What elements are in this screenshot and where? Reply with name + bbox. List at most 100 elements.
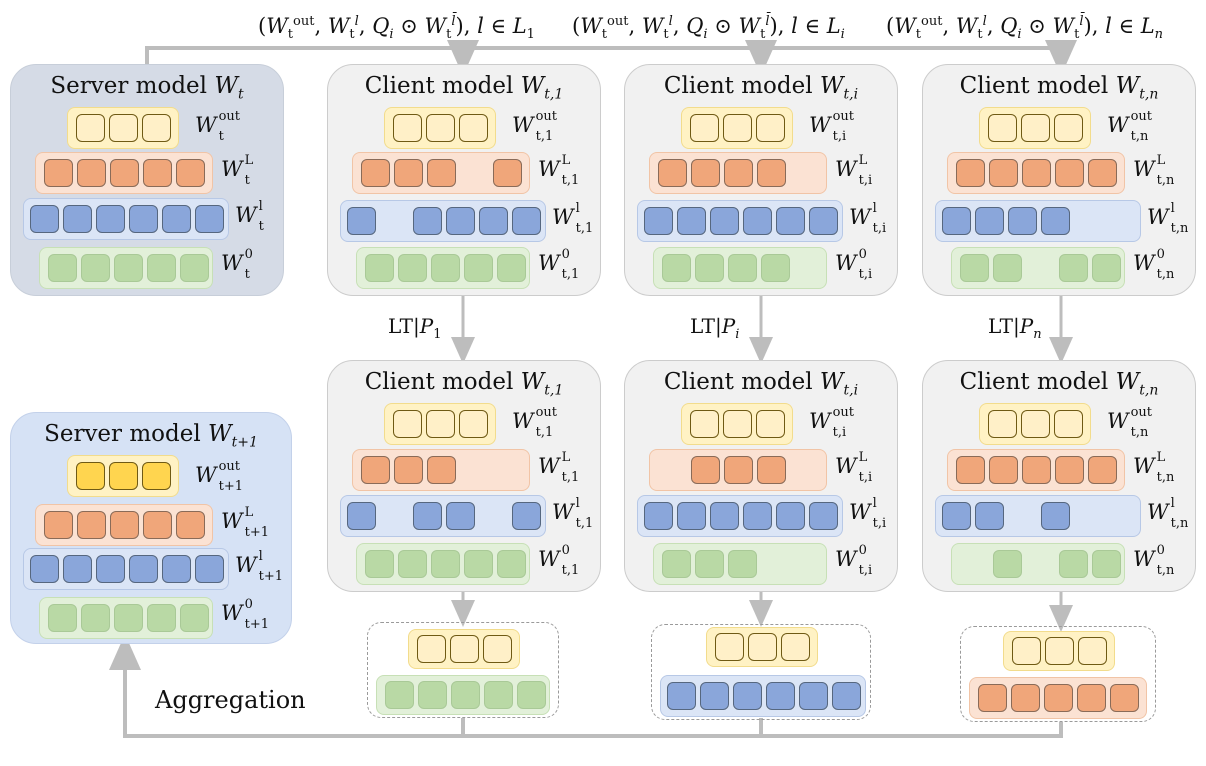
weight-block (776, 207, 805, 235)
weight-block (724, 456, 753, 484)
layer-L (35, 152, 213, 194)
weight-block (956, 456, 985, 484)
weight-block (114, 254, 143, 282)
client-model-title: Client model Wt,1 (364, 369, 564, 399)
client-model-title: Client model Wt,i (663, 369, 859, 399)
layer-0 (376, 675, 550, 715)
weight-block (413, 207, 442, 235)
weight-block (695, 254, 724, 282)
weight-block (1041, 502, 1070, 530)
weight-block (728, 254, 757, 282)
layer-l (23, 198, 229, 240)
weight-block (993, 254, 1022, 282)
weight-block (658, 159, 687, 187)
uploaded-params-i (651, 624, 871, 720)
weight-block (743, 502, 772, 530)
weight-block (109, 462, 138, 490)
weight-block (1022, 159, 1051, 187)
client-model-title: Client model Wt,1 (364, 73, 564, 103)
weight-block (176, 159, 205, 187)
layer-0 (653, 543, 827, 585)
weight-block (644, 207, 673, 235)
weight-block (96, 555, 125, 583)
weight-block (44, 159, 73, 187)
weight-block (110, 159, 139, 187)
weight-block (426, 114, 455, 142)
client-model-title: Client model Wt,i (663, 73, 859, 103)
weight-block (446, 502, 475, 530)
weight-block (978, 684, 1007, 712)
weight-block (1054, 410, 1083, 438)
weight-block (728, 550, 757, 578)
weight-block (1059, 550, 1088, 578)
weight-block (667, 682, 696, 710)
weight-block (690, 114, 719, 142)
weight-block (691, 456, 720, 484)
weight-block (76, 114, 105, 142)
output-layer (979, 403, 1091, 445)
weight-block (1088, 159, 1117, 187)
weight-block (427, 456, 456, 484)
weight-block (1021, 410, 1050, 438)
weight-block (44, 511, 73, 539)
weight-block (143, 159, 172, 187)
weight-block (942, 502, 971, 530)
local-training-label-1: LT|P1 (388, 314, 442, 342)
weight-block (993, 550, 1022, 578)
weight-block (394, 159, 423, 187)
output-layer (384, 403, 496, 445)
weight-block (77, 511, 106, 539)
weight-block (129, 555, 158, 583)
layer-L (352, 449, 530, 491)
local-training-label-n: LT|Pn (988, 314, 1042, 342)
weight-block (450, 635, 479, 663)
output-layer (979, 107, 1091, 149)
weight-block (398, 550, 427, 578)
layer-l (935, 200, 1141, 242)
broadcast-label-1: (Wtout, Wtl, Qi ⊙ Wtl̄), l ∈ L1 (258, 14, 535, 43)
weight-block (110, 511, 139, 539)
layer-l (637, 495, 843, 537)
aggregation-label: Aggregation (155, 686, 306, 714)
weight-block (413, 502, 442, 530)
weight-block (81, 254, 110, 282)
weight-block (690, 410, 719, 438)
layer-L (947, 449, 1125, 491)
output-layer (1003, 631, 1115, 671)
weight-block (426, 410, 455, 438)
weight-block (96, 205, 125, 233)
weight-block (195, 205, 224, 233)
layer-l (23, 548, 229, 590)
weight-block (988, 410, 1017, 438)
broadcast-label-n: (Wtout, Wtl, Qi ⊙ Wtl̄), l ∈ Ln (886, 14, 1164, 43)
weight-block (1077, 684, 1106, 712)
weight-block (710, 502, 739, 530)
weight-block (418, 681, 447, 709)
layer-0 (39, 247, 213, 289)
weight-block (385, 681, 414, 709)
weight-block (975, 502, 1004, 530)
output-layer (67, 455, 179, 497)
weight-block (723, 114, 752, 142)
weight-block (677, 502, 706, 530)
weight-block (393, 114, 422, 142)
weight-block (451, 681, 480, 709)
weight-block (142, 114, 171, 142)
